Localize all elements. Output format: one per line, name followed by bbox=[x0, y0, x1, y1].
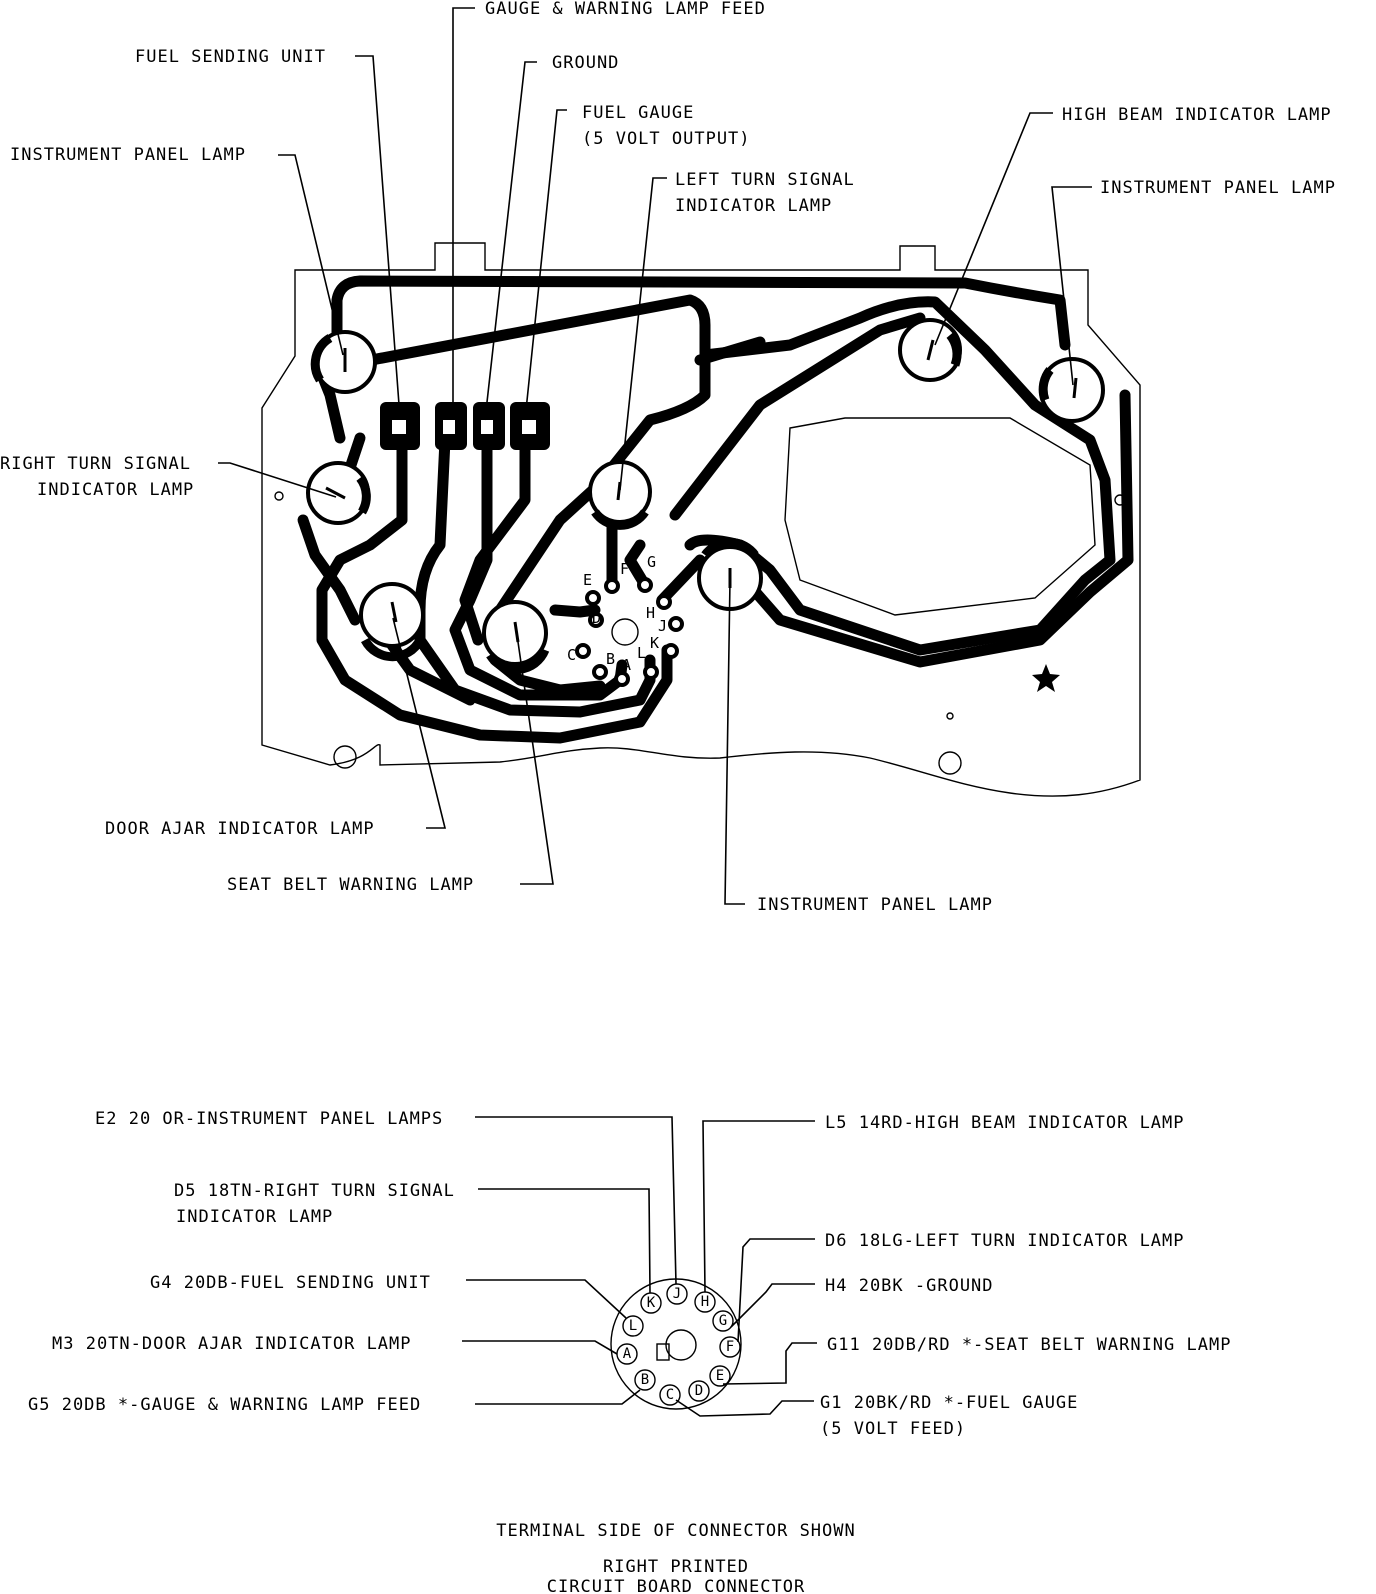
label-fuel-gauge: FUEL GAUGE bbox=[582, 103, 694, 123]
connector-pin-label: B bbox=[641, 1372, 649, 1388]
board-outline bbox=[261, 242, 1141, 797]
lamp-socket bbox=[359, 582, 425, 662]
board-connector bbox=[575, 577, 684, 687]
label-high-beam: HIGH BEAM INDICATOR LAMP bbox=[1062, 105, 1332, 125]
label-seat-belt: SEAT BELT WARNING LAMP bbox=[227, 875, 474, 895]
caption-terminal-side: TERMINAL SIDE OF CONNECTOR SHOWN bbox=[496, 1521, 856, 1541]
label-e2-instrument-panel-lamps: E2 20 OR-INSTRUMENT PANEL LAMPS bbox=[95, 1109, 443, 1129]
board-pin-label: F bbox=[620, 560, 629, 578]
connector-pin-label: K bbox=[647, 1295, 656, 1311]
caption-circuit-board-connector: CIRCUIT BOARD CONNECTOR bbox=[547, 1577, 805, 1594]
lamp-socket bbox=[588, 460, 652, 530]
lamp-sockets bbox=[306, 318, 1105, 674]
gauge-window bbox=[784, 417, 1096, 616]
board-pin-label: G bbox=[647, 553, 656, 571]
lamp-socket bbox=[482, 600, 550, 674]
label-instrument-panel-lamp-right: INSTRUMENT PANEL LAMP bbox=[1100, 178, 1336, 198]
label-d5-indicator-lamp: INDICATOR LAMP bbox=[176, 1207, 333, 1227]
board-pin-label: H bbox=[646, 604, 655, 622]
label-d6-left-turn: D6 18LG-LEFT TURN INDICATOR LAMP bbox=[825, 1231, 1185, 1251]
label-g5-gauge-feed: G5 20DB *-GAUGE & WARNING LAMP FEED bbox=[28, 1395, 421, 1415]
board-pin-label: A bbox=[622, 656, 631, 674]
board-pin-label: E bbox=[583, 571, 592, 589]
mount-hole-left bbox=[333, 745, 357, 769]
connector-pin-label: D bbox=[695, 1383, 703, 1399]
pad-block bbox=[380, 402, 550, 450]
label-door-ajar: DOOR AJAR INDICATOR LAMP bbox=[105, 819, 375, 839]
label-d5-right-turn: D5 18TN-RIGHT TURN SIGNAL bbox=[174, 1181, 455, 1201]
board-pin-label: C bbox=[567, 646, 576, 664]
board-pin-label: K bbox=[650, 634, 659, 652]
label-g1-fuel-gauge: G1 20BK/RD *-FUEL GAUGE bbox=[820, 1393, 1078, 1413]
board-pin-label: B bbox=[606, 650, 615, 668]
connector-pin-label: J bbox=[673, 1286, 681, 1302]
label-h4-ground: H4 20BK -GROUND bbox=[825, 1276, 994, 1296]
connector-pin-label: H bbox=[701, 1294, 709, 1310]
label-fuel-gauge-output: (5 VOLT OUTPUT) bbox=[582, 129, 751, 149]
label-instrument-panel-lamp-bottom: INSTRUMENT PANEL LAMP bbox=[757, 895, 993, 915]
label-right-turn-indicator: INDICATOR LAMP bbox=[37, 480, 194, 500]
lamp-socket bbox=[1038, 357, 1105, 423]
small-hole-right bbox=[946, 712, 954, 720]
label-g1-5-volt-feed: (5 VOLT FEED) bbox=[820, 1419, 966, 1439]
label-left-turn-signal: LEFT TURN SIGNAL bbox=[675, 170, 855, 190]
board-pin-label: L bbox=[637, 644, 646, 662]
lamp-socket bbox=[306, 461, 371, 525]
connector-pin-label: L bbox=[629, 1318, 637, 1334]
label-g11-seat-belt: G11 20DB/RD *-SEAT BELT WARNING LAMP bbox=[827, 1335, 1231, 1355]
rivet-left bbox=[274, 491, 284, 501]
label-m3-door-ajar: M3 20TN-DOOR AJAR INDICATOR LAMP bbox=[52, 1334, 412, 1354]
connector-pin-label: F bbox=[726, 1339, 734, 1355]
label-ground: GROUND bbox=[552, 53, 619, 73]
board-pin-label: J bbox=[658, 617, 667, 635]
connector-pins bbox=[616, 1283, 741, 1406]
connector-pin-label: C bbox=[666, 1387, 674, 1403]
mount-hole-right bbox=[938, 751, 962, 775]
board-traces bbox=[297, 275, 1134, 744]
label-fuel-sending-unit: FUEL SENDING UNIT bbox=[135, 47, 326, 67]
brand-star-icon bbox=[1032, 664, 1060, 692]
label-gauge-warning-feed: GAUGE & WARNING LAMP FEED bbox=[485, 0, 766, 19]
connector-pin-label: E bbox=[716, 1368, 724, 1384]
connector-pin-label: A bbox=[623, 1346, 632, 1362]
board-pin-label: D bbox=[592, 609, 601, 627]
label-instrument-panel-lamp-left: INSTRUMENT PANEL LAMP bbox=[10, 145, 246, 165]
lamp-socket bbox=[310, 330, 377, 394]
lamp-socket bbox=[898, 318, 962, 382]
connector-leaders bbox=[462, 1116, 817, 1417]
caption-right-printed: RIGHT PRINTED bbox=[603, 1557, 749, 1577]
board-leaders bbox=[218, 7, 1092, 905]
connector-pin-label: G bbox=[719, 1313, 727, 1329]
label-right-turn-signal: RIGHT TURN SIGNAL bbox=[0, 454, 191, 474]
label-l5-high-beam: L5 14RD-HIGH BEAM INDICATOR LAMP bbox=[825, 1113, 1185, 1133]
label-left-turn-indicator: INDICATOR LAMP bbox=[675, 196, 832, 216]
label-g4-fuel-sending-unit: G4 20DB-FUEL SENDING UNIT bbox=[150, 1273, 431, 1293]
